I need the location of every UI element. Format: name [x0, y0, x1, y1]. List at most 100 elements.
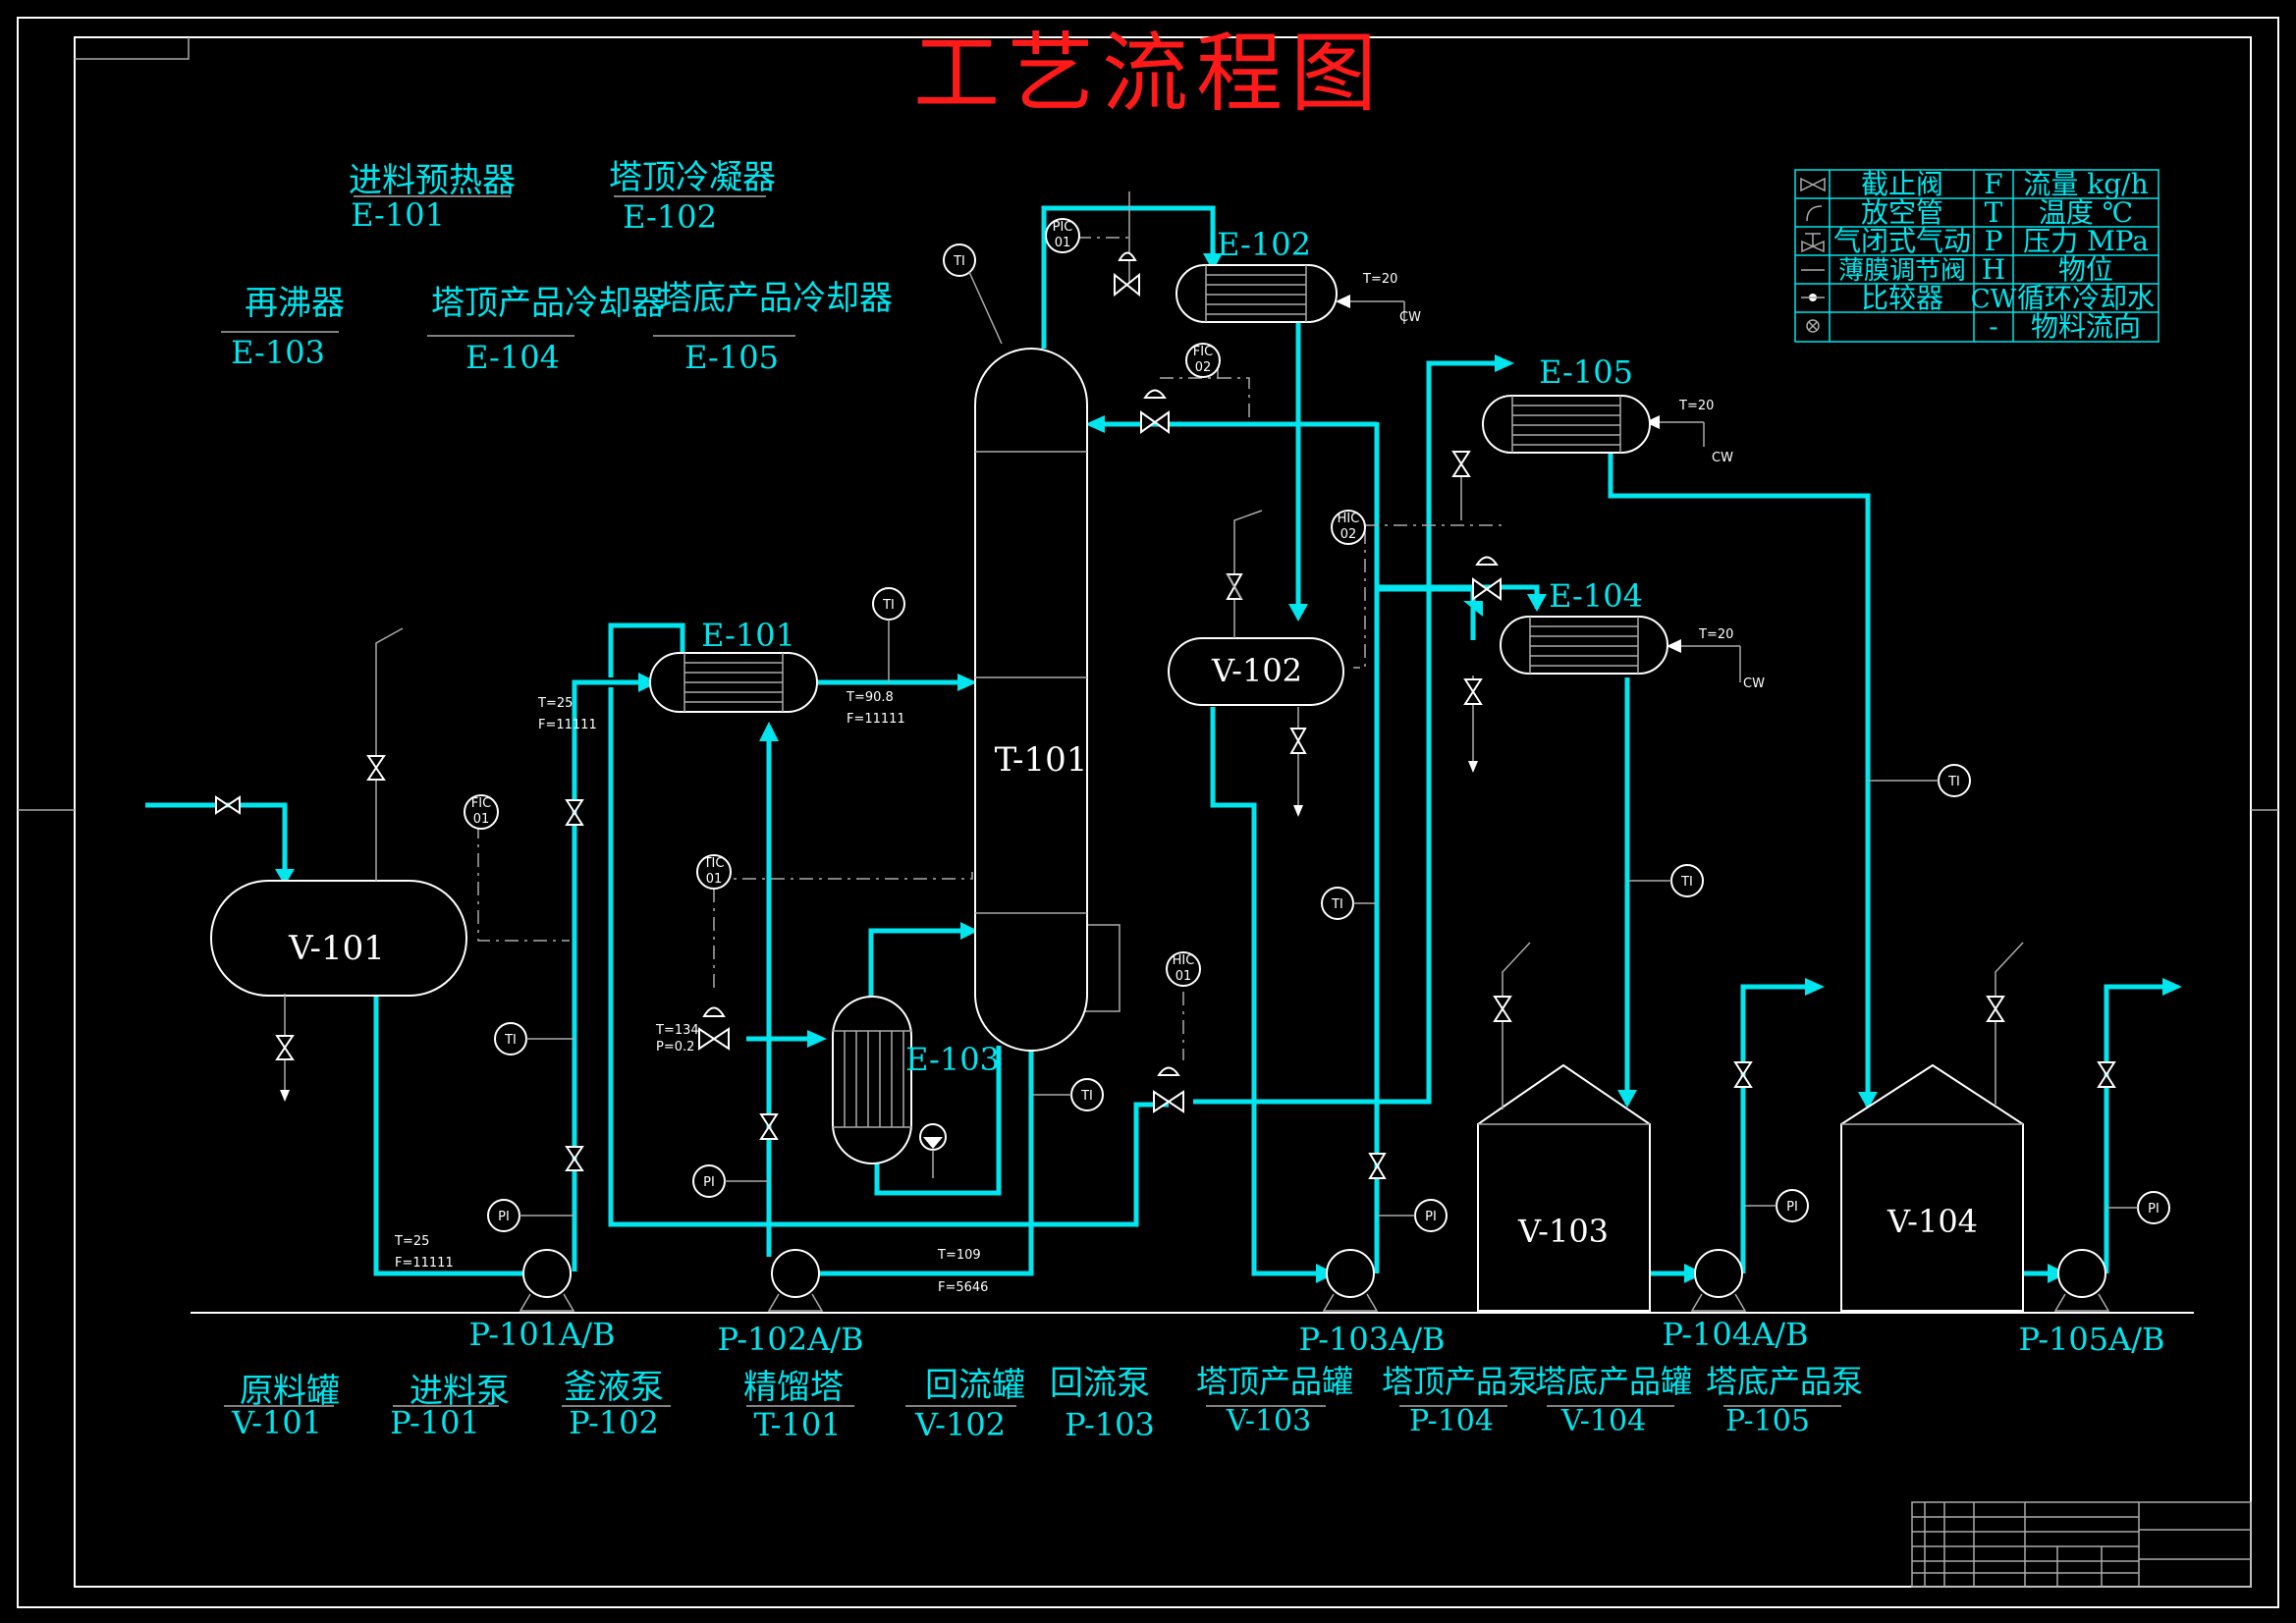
svg-text:TI: TI [1331, 897, 1343, 912]
exchanger-label: E-104 [1549, 577, 1643, 615]
vessel-v103: V-103 [1477, 942, 1651, 1312]
svg-text:01: 01 [706, 872, 723, 887]
equip-name: 塔顶冷凝器 [609, 158, 776, 197]
exchanger-label: E-102 [1217, 226, 1311, 263]
instruments: FIC 01 PIC 01 FIC 02 TIC 01 HIC 01 HIC 0… [464, 218, 2170, 1232]
svg-text:精馏塔: 精馏塔 [743, 1368, 844, 1407]
pump-p101: P-101A/B [468, 1249, 616, 1353]
vessel-label: V-102 [1211, 652, 1302, 689]
svg-text:CW: CW [1399, 310, 1421, 325]
svg-text:T=25: T=25 [394, 1234, 429, 1249]
legend-symbol-name: 比较器 [1861, 282, 1943, 314]
equipment-list-top: 进料预热器 E-101 塔顶冷凝器 E-102 再沸器 E-103 塔顶产品冷却… [221, 158, 893, 376]
svg-text:T=109: T=109 [937, 1248, 981, 1263]
vessel-label: V-101 [288, 929, 385, 968]
legend-symbol-name: 放空管 [1861, 196, 1943, 229]
svg-text:PIC: PIC [1053, 220, 1073, 235]
column-label: T-101 [995, 740, 1088, 780]
control-valve-icon [1153, 1090, 1184, 1113]
svg-text:02: 02 [1340, 527, 1357, 542]
svg-text:01: 01 [1055, 236, 1071, 250]
svg-text:TI: TI [1080, 1089, 1093, 1104]
pump-label: P-101A/B [468, 1316, 615, 1353]
svg-text:塔底产品罐: 塔底产品罐 [1535, 1363, 1692, 1400]
svg-text:原料罐: 原料罐 [240, 1372, 340, 1411]
svg-text:TI: TI [953, 254, 965, 269]
equip-name: 再沸器 [245, 284, 345, 323]
title-block [1911, 1501, 2252, 1588]
svg-text:TI: TI [1680, 875, 1693, 890]
svg-text:V-104: V-104 [1560, 1404, 1646, 1438]
comparator-icon [1806, 319, 1820, 333]
signal-lines [477, 191, 1503, 1060]
legend-code: H [1982, 253, 2005, 286]
equip-tag: E-101 [351, 196, 445, 234]
pump-p103: P-103A/B [1298, 1249, 1446, 1358]
svg-text:F=11111: F=11111 [395, 1256, 454, 1271]
svg-text:V-101: V-101 [231, 1404, 322, 1441]
svg-text:P-103: P-103 [1065, 1406, 1155, 1443]
control-valve-icon [1140, 410, 1170, 434]
corner-box [75, 37, 190, 60]
vessel-label: V-103 [1517, 1213, 1609, 1250]
exchanger-e101: E-101 [649, 617, 818, 713]
gate-valve-icon [565, 1146, 584, 1171]
legend-meaning: 循环冷却水 [2017, 282, 2155, 314]
svg-text:T=20: T=20 [1678, 399, 1714, 413]
gate-valve-icon [1800, 177, 1826, 192]
pump-p104: P-104A/B [1662, 1249, 1809, 1353]
exchanger-e102: E-102 [1175, 226, 1338, 323]
vessel-label: V-104 [1886, 1203, 1978, 1240]
legend-table: 截止阀 放空管 气闭式气动 薄膜调节阀 比较器 F T P H CW - 流量 … [1794, 168, 2159, 343]
exchanger-label: E-103 [905, 1041, 1000, 1078]
equip-name: 塔顶产品冷却器 [431, 284, 665, 323]
gate-valve-icon [1733, 1061, 1753, 1088]
vent-pipe-icon [1806, 205, 1823, 222]
instrument-bubble [464, 794, 499, 830]
svg-text:T=20: T=20 [1362, 272, 1397, 287]
pump-label: P-104A/B [1662, 1316, 1808, 1353]
outer-border [17, 17, 2279, 1608]
legend-meaning: 物料流向 [2031, 310, 2141, 343]
drawing-title: 工艺流程图 [913, 23, 1385, 124]
legend-code: P [1985, 225, 2003, 257]
column-t101: T-101 [974, 348, 1088, 1052]
svg-text:CW: CW [1743, 676, 1765, 691]
svg-text:02: 02 [1195, 360, 1212, 375]
gate-valve-icon [759, 1113, 779, 1140]
svg-text:PI: PI [1786, 1200, 1798, 1215]
exchanger-label: E-101 [701, 617, 795, 654]
svg-text:HIC: HIC [1338, 512, 1360, 526]
equip-tag: E-104 [465, 339, 560, 376]
svg-text:回流罐: 回流罐 [925, 1366, 1025, 1405]
pump-label: P-102A/B [717, 1321, 863, 1358]
svg-text:F=11111: F=11111 [847, 712, 905, 727]
svg-text:T-101: T-101 [753, 1406, 841, 1443]
svg-text:P-104: P-104 [1409, 1404, 1494, 1438]
equip-tag: E-103 [231, 334, 325, 371]
svg-text:塔顶产品罐: 塔顶产品罐 [1196, 1363, 1353, 1400]
svg-text:回流泵: 回流泵 [1050, 1364, 1150, 1403]
equip-tag: E-105 [684, 339, 779, 376]
svg-text:T=134: T=134 [655, 1023, 699, 1038]
svg-text:TI: TI [1947, 775, 1960, 789]
legend-meaning: 流量 kg/h [2023, 168, 2148, 200]
control-valve-icon [565, 799, 584, 826]
pump-label: P-103A/B [1298, 1321, 1445, 1358]
svg-text:PI: PI [2148, 1202, 2159, 1217]
instrument-tag: 01 [473, 812, 490, 827]
svg-text:HIC: HIC [1173, 953, 1195, 968]
gate-valve-icon [1493, 996, 1512, 1022]
gate-valve-icon [2097, 1061, 2116, 1088]
legend-symbol-name: 薄膜调节阀 [1838, 256, 1966, 286]
equip-name: 进料预热器 [349, 161, 516, 200]
legend-code: T [1985, 196, 2003, 229]
svg-text:进料泵: 进料泵 [410, 1372, 510, 1411]
gate-valve-icon [275, 1035, 295, 1060]
control-valve-icon [1801, 233, 1825, 253]
gate-valve-icon [1368, 1153, 1387, 1179]
pump-p102: P-102A/B [717, 1249, 864, 1358]
pump-label: P-105A/B [2018, 1321, 2164, 1358]
gate-valve-icon [366, 755, 386, 781]
